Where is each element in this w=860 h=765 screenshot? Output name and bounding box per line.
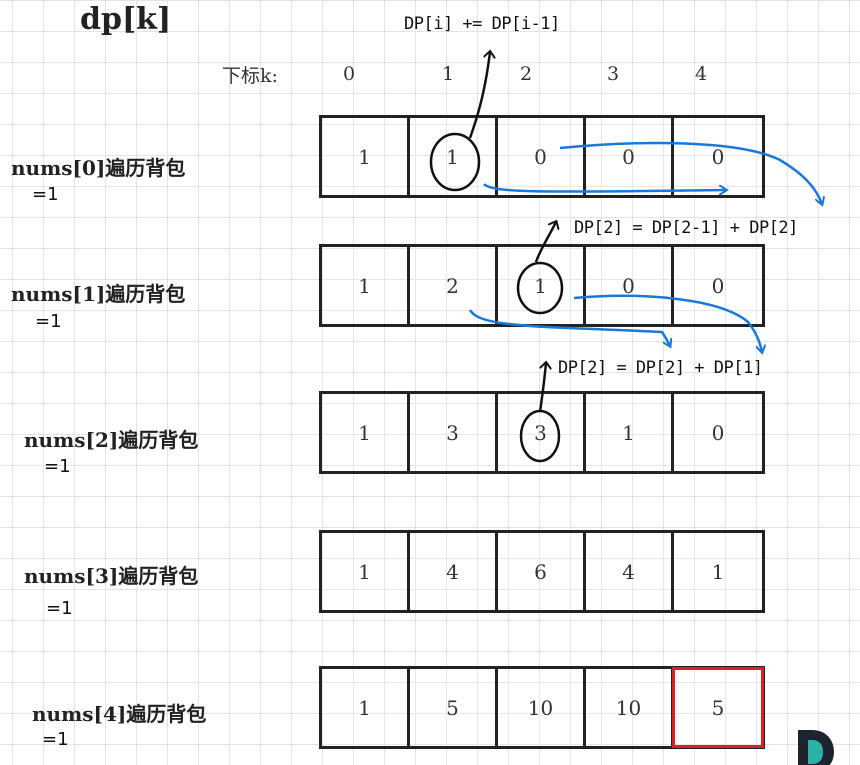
dp-row-1: 1 2 1 0 0 [319, 244, 765, 327]
index-label: 下标k: [222, 65, 278, 87]
row-label-1: nums[1]遍历背包 [11, 282, 186, 306]
dp-cell: 2 [410, 247, 498, 324]
annotation-formula-1: DP[i] += DP[i-1] [404, 14, 560, 34]
dp-cell: 1 [711, 559, 725, 584]
row-note-2: =1 [44, 456, 71, 477]
row-note-4: =1 [42, 729, 69, 750]
dp-cell: 0 [586, 118, 674, 195]
dp-cell: 1 [498, 247, 586, 324]
dp-cell: 4 [586, 533, 674, 610]
index-1: 1 [441, 63, 455, 85]
index-4: 4 [694, 63, 708, 85]
dp-cell: 5 [410, 669, 498, 746]
dp-cell: 1 [322, 394, 410, 471]
dp-cell: 3 [498, 394, 586, 471]
annotation-formula-2: DP[2] = DP[2-1] + DP[2] [574, 218, 798, 238]
row-label-4: nums[4]遍历背包 [32, 702, 207, 726]
dp-cell: 10 [498, 669, 586, 746]
dp-row-3: 1 4 6 4 1 [319, 530, 765, 613]
row-label-2: nums[2]遍历背包 [24, 428, 199, 452]
dp-cell: 1 [322, 533, 410, 610]
dp-cell: 0 [711, 273, 725, 298]
dp-cell: 3 [410, 394, 498, 471]
row-note-1: =1 [35, 311, 62, 332]
dp-row-2: 1 3 3 1 0 [319, 391, 765, 474]
dp-cell: 1 [322, 669, 410, 746]
row-label-0: nums[0]遍历背包 [11, 156, 186, 180]
dp-cell: 1 [410, 118, 498, 195]
row-note-3: =1 [46, 598, 73, 619]
dp-cell: 6 [498, 533, 586, 610]
chart-title: dp[k] [80, 2, 172, 37]
dp-cell: 0 [711, 144, 725, 169]
dp-cell: 0 [498, 118, 586, 195]
dp-cell-result: 5 [672, 667, 764, 748]
dp-cell: 10 [586, 669, 674, 746]
dp-cell: 0 [586, 247, 674, 324]
dp-cell: 1 [322, 247, 410, 324]
index-3: 3 [606, 63, 620, 85]
row-label-3: nums[3]遍历背包 [24, 564, 199, 588]
dp-row-0: 1 1 0 0 0 [319, 115, 765, 198]
dp-cell: 1 [322, 118, 410, 195]
dp-cell: 1 [586, 394, 674, 471]
dp-cell: 0 [711, 420, 725, 445]
index-0: 0 [342, 63, 356, 85]
index-2: 2 [519, 63, 533, 85]
dp-cell: 4 [410, 533, 498, 610]
brand-logo-icon [796, 724, 836, 765]
row-note-0: =1 [32, 184, 59, 205]
dp-row-4: 1 5 10 10 5 [319, 666, 765, 749]
annotation-formula-3: DP[2] = DP[2] + DP[1] [558, 358, 763, 378]
